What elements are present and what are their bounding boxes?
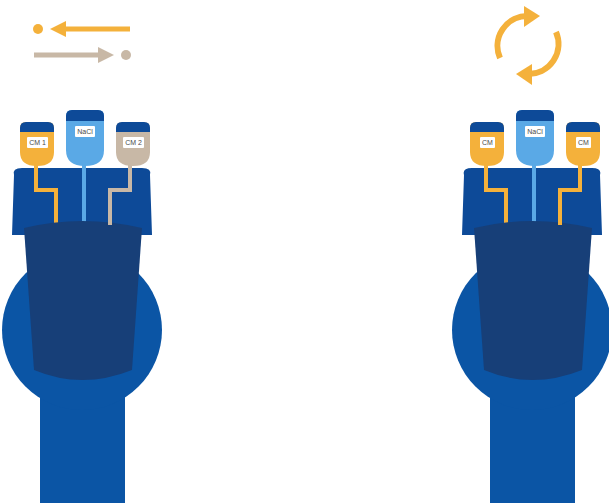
syringe-label: CM 2 bbox=[123, 137, 144, 148]
syringe-text: CM 2 bbox=[125, 138, 142, 147]
syringe-text: CM bbox=[578, 138, 589, 147]
syringe-text: NaCl bbox=[77, 127, 93, 136]
syringe-label: CM bbox=[480, 137, 495, 148]
syringe-label: NaCl bbox=[525, 126, 545, 137]
syringe-text: NaCl bbox=[527, 127, 543, 136]
syringe-label: CM bbox=[576, 137, 591, 148]
syringe-label: NaCl bbox=[75, 126, 95, 137]
syringe-text: CM bbox=[482, 138, 493, 147]
syringe-text: CM 1 bbox=[29, 138, 46, 147]
syringe-label: CM 1 bbox=[27, 137, 48, 148]
